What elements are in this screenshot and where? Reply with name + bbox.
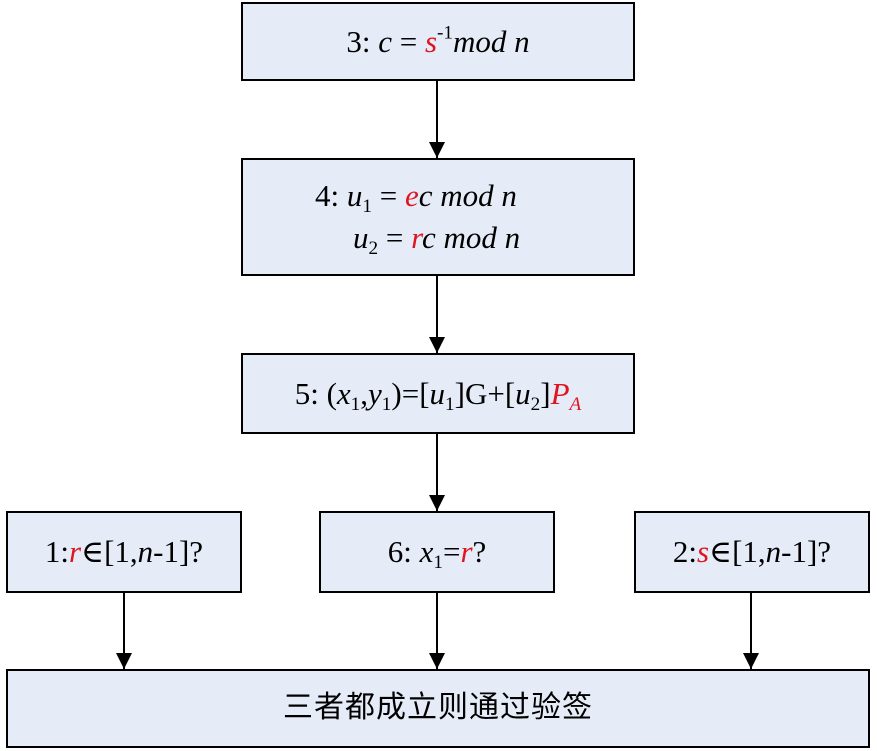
arrowhead-1-to-result: [116, 653, 132, 669]
step-2-box: 2:s∈[1,n-1]?: [634, 511, 870, 593]
arrowhead-2-to-result: [743, 653, 759, 669]
step-1-formula: 1:r∈[1,n-1]?: [44, 534, 204, 570]
result-box: 三者都成立则通过验签: [6, 669, 870, 748]
step-3-formula: 3: c = s-1mod n: [346, 22, 530, 59]
step-4-line-2: u2 = rc mod n: [353, 220, 521, 259]
step-2-formula: 2:s∈[1,n-1]?: [672, 534, 832, 570]
result-label: 三者都成立则通过验签: [283, 690, 593, 726]
arrowhead-6-to-result: [429, 653, 445, 669]
step-4-line-1: 4: u1 = ec mod n: [315, 178, 517, 218]
step-6-box: 6: x1=r?: [319, 511, 555, 593]
step-1-box: 1:r∈[1,n-1]?: [6, 511, 242, 593]
step-4-box: 4: u1 = ec mod n u2 = rc mod n: [241, 158, 635, 276]
arrowhead-4-to-5: [429, 337, 445, 353]
step-6-formula: 6: x1=r?: [387, 534, 487, 573]
step-5-formula: 5: (x1,y1)=[u1]G+[u2]PA: [294, 375, 582, 415]
arrowhead-3-to-4: [429, 142, 445, 158]
arrowhead-5-to-6: [429, 495, 445, 511]
step-3-box: 3: c = s-1mod n: [241, 2, 635, 81]
step-5-box: 5: (x1,y1)=[u1]G+[u2]PA: [241, 353, 635, 434]
